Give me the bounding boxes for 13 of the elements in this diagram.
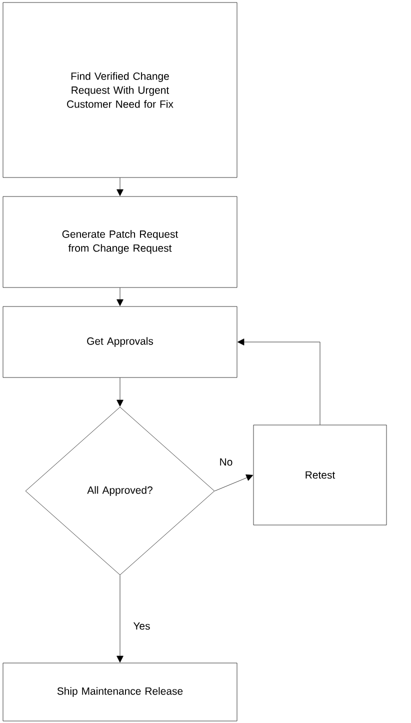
process-box: Find Verified Change Request With Urgent Customer Need for Fix — [2, 2, 238, 178]
arrow — [237, 338, 320, 425]
process-box: Retest — [253, 424, 387, 526]
arrow — [116, 178, 124, 196]
arrow — [214, 474, 254, 492]
arrow — [116, 575, 124, 663]
arrow — [116, 288, 124, 306]
process-box: Ship Maintenance Release — [2, 662, 238, 722]
arrow — [116, 378, 124, 407]
edge-label: No — [218, 457, 234, 467]
edge-label: Yes — [132, 621, 152, 631]
process-box: Generate Patch Request from Change Request — [2, 196, 238, 288]
process-box: Get Approvals — [2, 306, 238, 378]
